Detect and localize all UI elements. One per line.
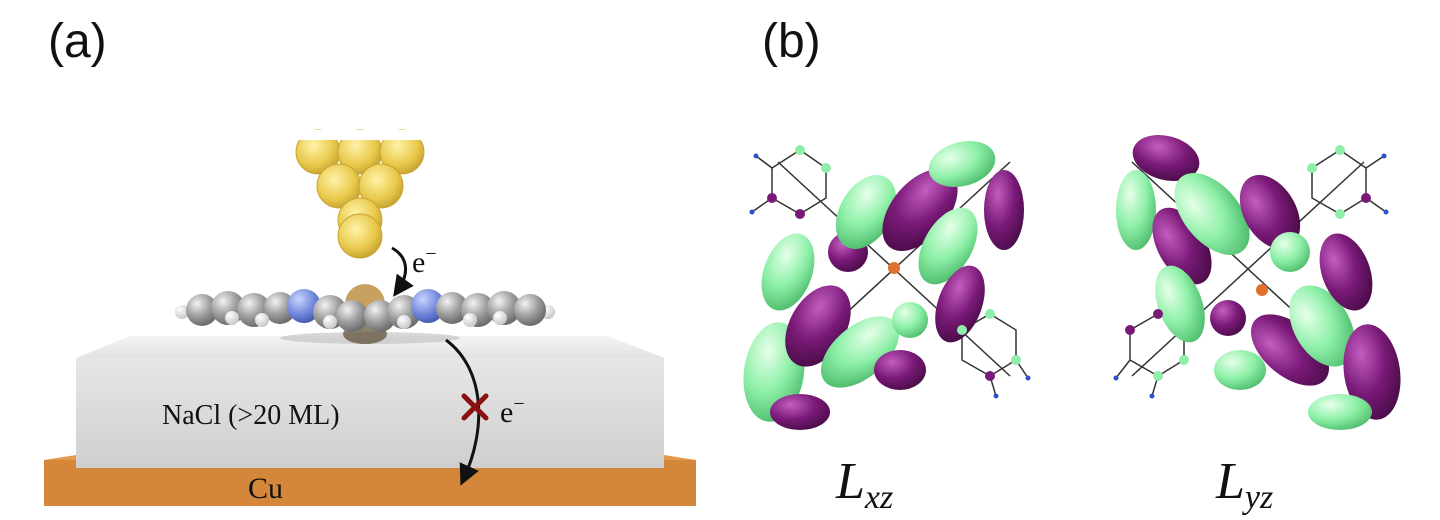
electron-blocked-label: e− xyxy=(500,393,525,429)
block-x-icon xyxy=(461,393,489,421)
stm-tip xyxy=(292,129,432,259)
panel-a-label: (a) xyxy=(48,15,107,68)
nacl-label: NaCl (>20 ML) xyxy=(162,400,340,431)
orbital-lyz-label: Lyz xyxy=(1215,453,1273,516)
orbital-lxz-label: Lxz xyxy=(835,453,893,516)
tunneling-arrow-tip xyxy=(391,246,414,297)
atoms-lxz xyxy=(749,145,1031,399)
molecule-side-view xyxy=(175,284,555,344)
panel-b: Lxz Lyz xyxy=(743,134,1401,516)
cu-label: Cu xyxy=(248,472,283,505)
orbital-lyz xyxy=(1113,134,1401,430)
electron-tip-label: e− xyxy=(412,243,437,279)
orbital-lxz xyxy=(743,140,1031,430)
atoms-lyz xyxy=(1113,145,1389,399)
nacl-slab xyxy=(76,332,664,468)
panel-a: Cu NaCl (>20 ML) xyxy=(44,129,696,506)
panel-b-label: (b) xyxy=(762,15,821,68)
